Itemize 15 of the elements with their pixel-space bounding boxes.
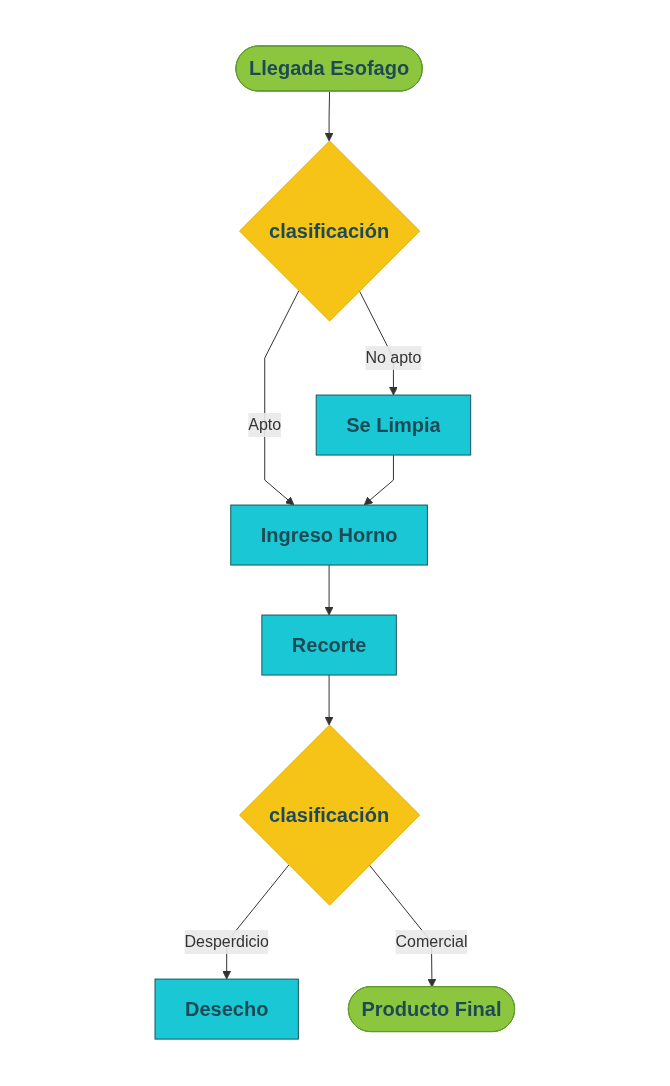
arrow (364, 455, 395, 506)
arrow (264, 290, 300, 506)
node-box: Se Limpia (315, 395, 472, 456)
arrow (324, 675, 334, 726)
edge-label: No apto (365, 349, 422, 367)
edge-label: Comercial (395, 933, 468, 951)
node-diamond: clasificación (239, 140, 421, 322)
edge-label: Apto (248, 416, 282, 434)
arrow (324, 91, 334, 142)
node-box: Ingreso Horno (230, 505, 429, 566)
arrow (324, 565, 334, 616)
node-diamond: clasificación (239, 725, 421, 907)
node-box: Desecho (154, 979, 300, 1041)
node-box: Recorte (261, 615, 398, 676)
edge-label: Desperdicio (184, 933, 270, 951)
